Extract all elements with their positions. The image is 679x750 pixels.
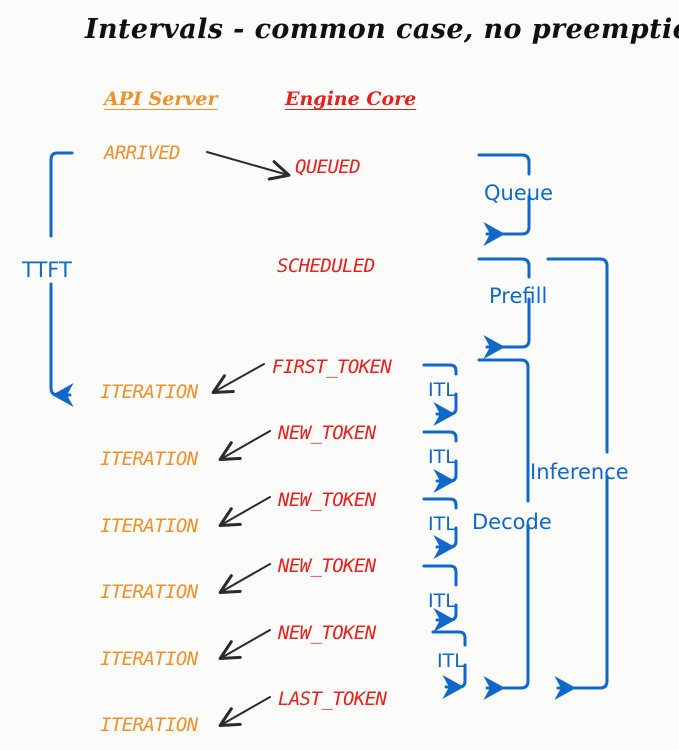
arrow-new-token-1 [218, 430, 271, 461]
bracket-itl-5 [431, 630, 467, 699]
state-queued: QUEUED [295, 156, 361, 178]
state-iteration: ITERATION [100, 515, 198, 537]
bracket-ttft [49, 151, 74, 407]
state-new-token: NEW_TOKEN [278, 555, 376, 577]
interval-label-decode: Decode [472, 510, 552, 534]
state-new-token: NEW_TOKEN [278, 489, 376, 511]
interval-label-itl: ITL [428, 590, 456, 612]
arrow-new-token-3 [218, 563, 271, 594]
bracket-decode [477, 358, 530, 700]
column-heading-api-server: API Server [104, 88, 218, 110]
state-iteration: ITERATION [100, 448, 198, 470]
interval-label-itl: ITL [428, 446, 456, 468]
arrow-arrived-to-queued [206, 151, 291, 181]
bracket-queue [477, 153, 531, 246]
state-iteration: ITERATION [100, 381, 198, 403]
interval-label-inference: Inference [530, 460, 629, 484]
interval-label-itl: ITL [428, 379, 456, 401]
state-last-token: LAST_TOKEN [278, 688, 387, 710]
arrow-new-token-4 [218, 629, 271, 660]
state-new-token: NEW_TOKEN [278, 422, 376, 444]
bracket-prefill [477, 257, 531, 359]
bracket-itl-4 [422, 564, 458, 632]
state-iteration: ITERATION [100, 648, 198, 670]
interval-label-itl: ITL [428, 513, 456, 535]
arrow-last-token [218, 696, 271, 727]
interval-label-prefill: Prefill [489, 284, 548, 308]
arrow-first-token [211, 363, 265, 394]
interval-label-itl: ITL [437, 650, 465, 672]
bracket-itl-2 [422, 430, 458, 493]
state-scheduled: SCHEDULED [277, 255, 375, 277]
state-new-token: NEW_TOKEN [278, 622, 376, 644]
state-arrived: ARRIVED [104, 142, 180, 164]
state-iteration: ITERATION [100, 581, 198, 603]
interval-label-queue: Queue [484, 181, 553, 205]
arrow-token-to-iteration-group [211, 363, 271, 727]
page-title: Intervals - common case, no preemptions [85, 14, 679, 45]
bracket-itl-1 [422, 363, 458, 426]
state-first-token: FIRST_TOKEN [272, 356, 392, 378]
interval-label-ttft: TTFT [22, 258, 72, 282]
bracket-inference [546, 257, 609, 700]
bracket-itl-3 [422, 497, 458, 559]
state-iteration: ITERATION [100, 714, 198, 736]
arrow-new-token-2 [218, 496, 271, 527]
column-heading-engine-core: Engine Core [285, 88, 417, 110]
